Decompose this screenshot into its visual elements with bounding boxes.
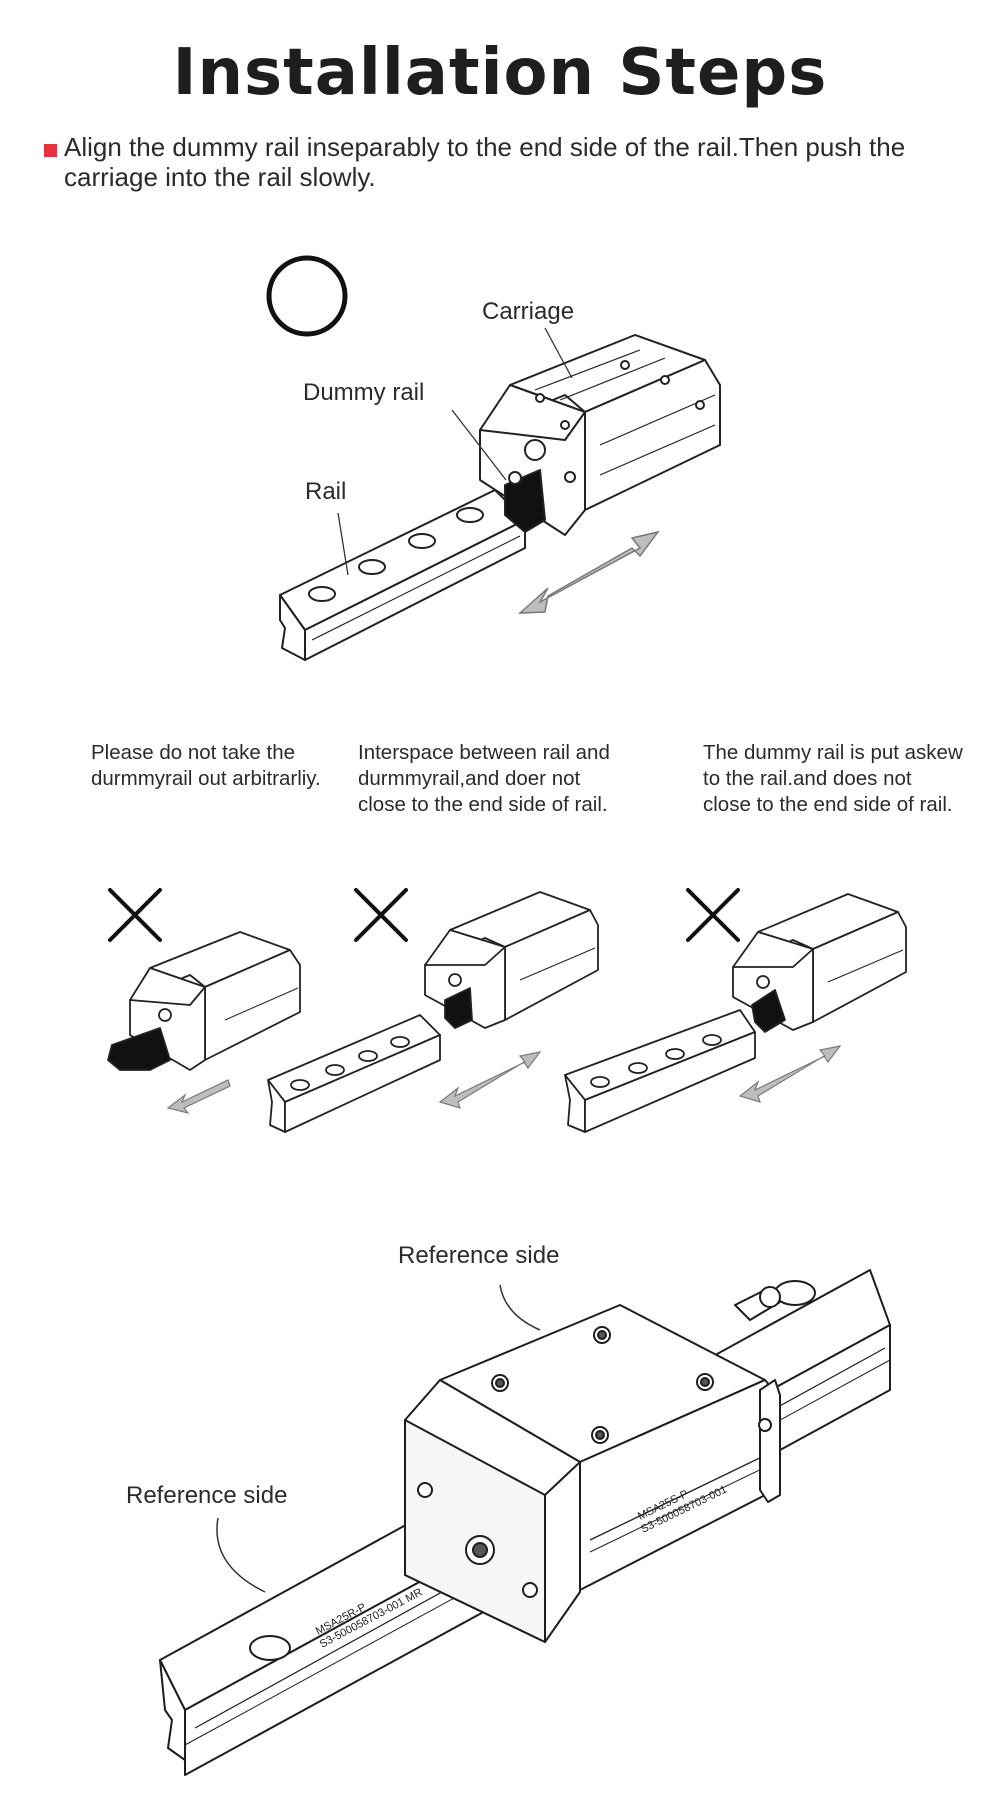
wrong-mark-icon-2 bbox=[354, 888, 408, 942]
wrong-mark-icon-1 bbox=[108, 888, 162, 942]
red-bullet-icon bbox=[44, 144, 57, 157]
wrong-caption-3: The dummy rail is put askew to the rail.… bbox=[703, 741, 963, 816]
label-reference-side-top: Reference side bbox=[398, 1242, 560, 1269]
wrong-caption-1: Please do not take the durmmyrail out ar… bbox=[91, 741, 321, 790]
label-rail: Rail bbox=[305, 478, 347, 505]
wrong-examples-diagram bbox=[107, 888, 907, 1133]
correct-mark-icon bbox=[266, 255, 348, 337]
page-title: Installation Steps bbox=[172, 36, 828, 110]
reference-side-diagram: MSA25S-P S3-500058703-001 MSA25R-P S3-50… bbox=[159, 1269, 891, 1776]
label-reference-side-left: Reference side bbox=[126, 1482, 288, 1509]
intro-text: Align the dummy rail inseparably to the … bbox=[64, 132, 906, 192]
wrong-caption-2: Interspace between rail and durmmyrail,a… bbox=[358, 741, 610, 816]
label-carriage: Carriage bbox=[482, 298, 575, 325]
label-dummy-rail: Dummy rail bbox=[303, 379, 425, 406]
correct-install-diagram bbox=[266, 255, 721, 661]
wrong-mark-icon-3 bbox=[686, 888, 740, 942]
